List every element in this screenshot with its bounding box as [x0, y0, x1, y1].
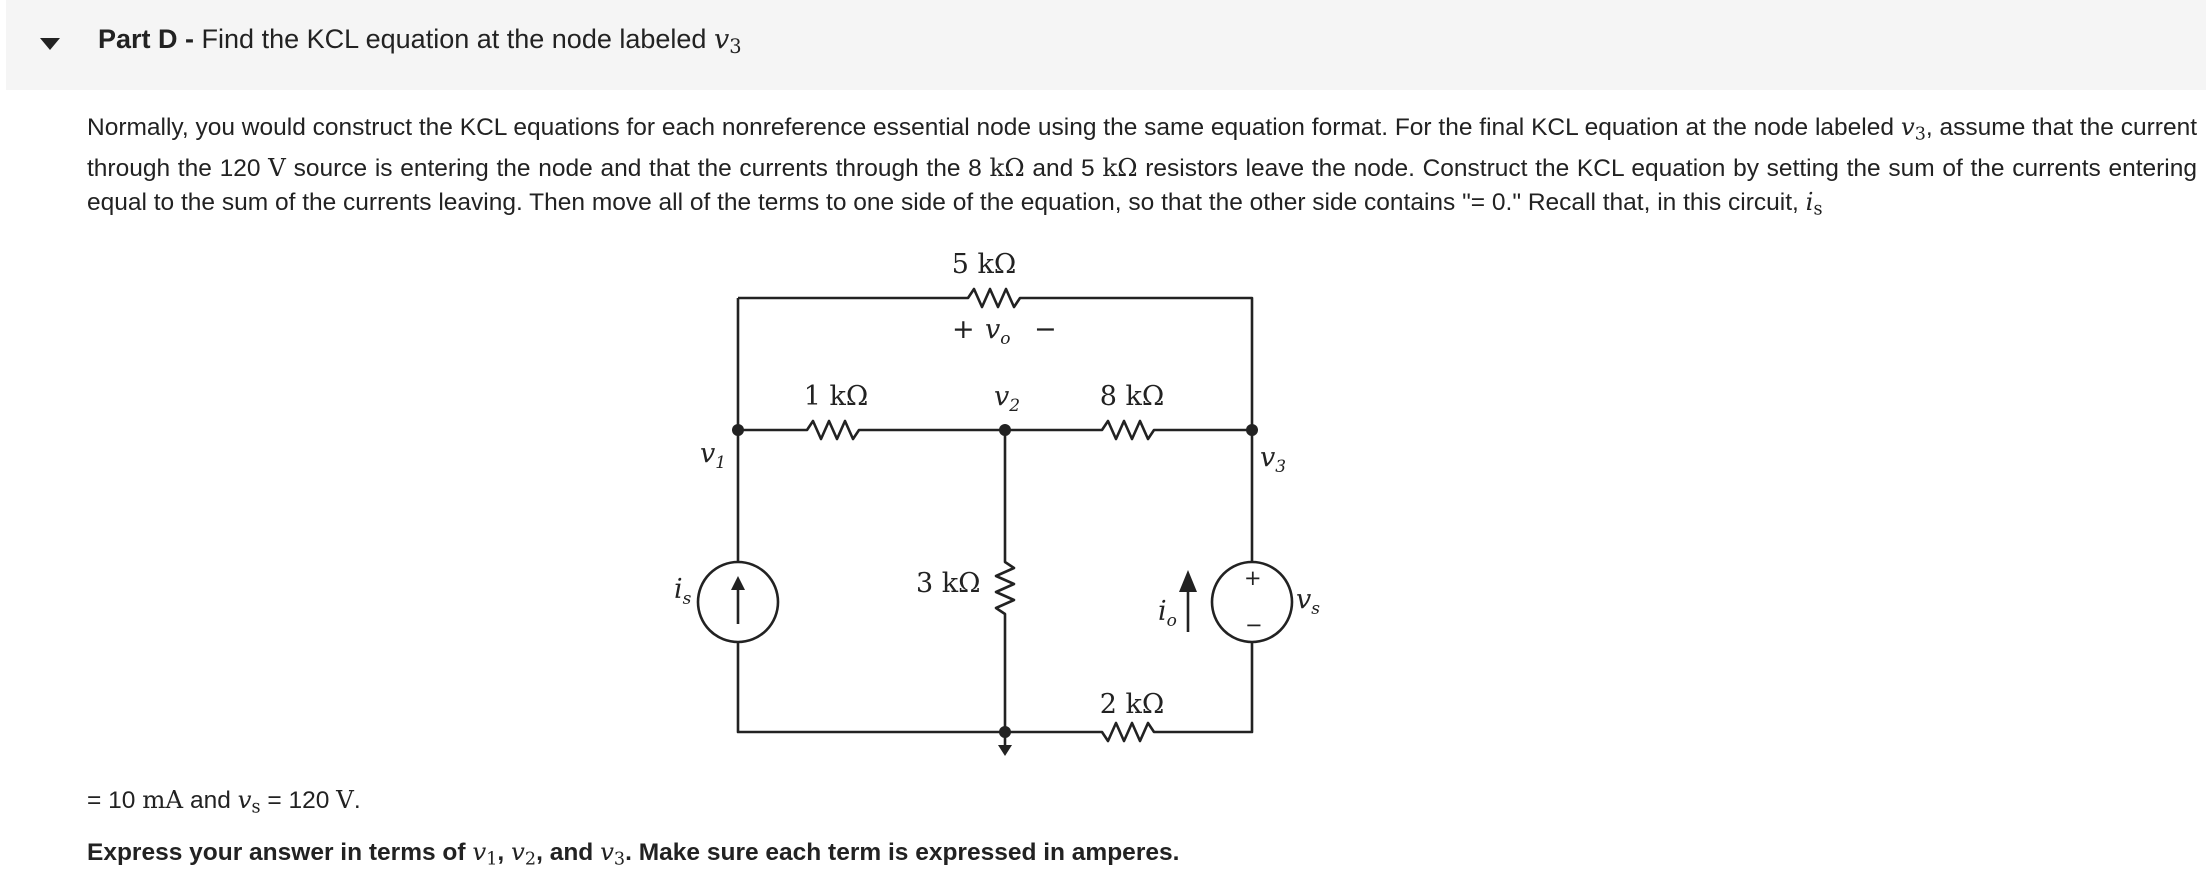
part-label: Part D - — [98, 24, 195, 54]
node-ground-dot — [999, 726, 1011, 738]
vo-minus: − — [1034, 314, 1057, 345]
part-title-text: Find the KCL equation at the node labele… — [201, 24, 707, 54]
given-var-vs: vs — [237, 785, 261, 818]
current-source-arrow-icon — [731, 576, 745, 590]
given-unit-ma: mA — [142, 785, 184, 814]
instr-var-v2: v2 — [511, 837, 537, 870]
given-values: = 10 mA and vs = 120 V. — [87, 784, 361, 823]
node-v2-dot — [999, 424, 1011, 436]
vs-label: vs — [1296, 584, 1320, 619]
problem-paragraph: Normally, you would construct the KCL eq… — [87, 110, 2197, 227]
resistor-3k-label: 3 kΩ — [916, 568, 981, 599]
node-v3-label: v3 — [1260, 442, 1286, 477]
instr-var-v1: v1 — [472, 837, 498, 870]
ground-arrow-icon — [998, 745, 1012, 756]
para-text-2: , assume that the current through the 12… — [87, 114, 2197, 183]
wire-3k — [994, 430, 1016, 732]
resistor-1k-label: 1 kΩ — [804, 381, 869, 412]
instr-and: , and — [536, 839, 594, 866]
is-label: is — [674, 574, 692, 609]
io-label: io — [1158, 596, 1177, 631]
resistor-8k-label: 8 kΩ — [1100, 381, 1165, 412]
wire-top — [738, 287, 1254, 430]
node-v1-label: v1 — [700, 438, 726, 473]
io-arrow-head-icon — [1179, 570, 1197, 592]
para-var-is: is — [1805, 187, 1823, 220]
given-unit-v: V — [336, 785, 354, 814]
instr-var-v3: v3 — [600, 837, 626, 870]
part-d-header[interactable]: Part D - Find the KCL equation at the no… — [6, 0, 2206, 90]
para-text-5: resistors leave the node. Construct the … — [87, 155, 2197, 217]
node-v1-dot — [732, 424, 744, 436]
instr-text-2: . Make sure each term is expressed in am… — [625, 839, 1180, 866]
para-unit-kohm-2: kΩ — [1102, 153, 1138, 183]
para-var-v3: v3 — [1900, 112, 1926, 145]
wire-bottom — [736, 612, 1254, 743]
node-v3-dot — [1246, 424, 1258, 436]
given-text-3: = 120 — [267, 787, 330, 814]
node-v2-label: v2 — [994, 381, 1020, 416]
instr-text-1: Express your answer in terms of — [87, 839, 466, 866]
voltage-source-symbol — [1210, 560, 1294, 644]
part-title: Part D - Find the KCL equation at the no… — [98, 22, 742, 64]
para-text-3: source is entering the node and that the… — [293, 155, 982, 183]
vo-plus: + — [952, 314, 975, 345]
collapse-caret-icon[interactable] — [40, 38, 60, 50]
answer-instruction: Express your answer in terms of v1, v2, … — [87, 836, 1179, 875]
para-unit-volt: V — [268, 153, 286, 183]
vs-plus: + — [1244, 566, 1262, 590]
para-text-4: and 5 — [1032, 155, 1095, 183]
circuit-diagram: 5 kΩ + vo − 1 kΩ v2 8 kΩ v1 v3 is 3 kΩ i… — [674, 249, 1320, 756]
para-unit-kohm-1: kΩ — [989, 153, 1025, 183]
given-text-1: = 10 — [87, 787, 136, 814]
instr-comma-1: , — [497, 839, 505, 866]
vo-label: vo — [985, 314, 1011, 349]
para-text-1: Normally, you would construct the KCL eq… — [87, 114, 1894, 141]
given-text-2: and — [189, 787, 231, 814]
wire-middle — [736, 298, 1252, 612]
given-period: . — [353, 787, 361, 814]
resistor-5k-label: 5 kΩ — [952, 249, 1017, 280]
resistor-2k-label: 2 kΩ — [1100, 689, 1165, 720]
part-title-var: v3 — [713, 24, 742, 58]
vs-minus: − — [1245, 613, 1263, 637]
